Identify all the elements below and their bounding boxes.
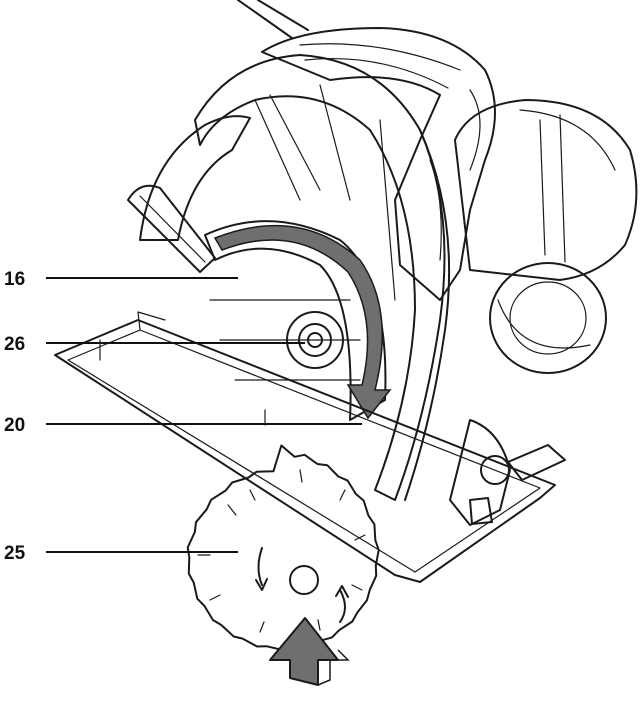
callout-label-25: 25 [4,543,26,564]
callout-label-26: 26 [4,334,25,355]
power-cord [237,0,309,39]
callout-label-16: 16 [4,269,25,290]
arbor-bolt [286,311,344,369]
saw-handle [261,27,496,301]
motor-housing [454,99,638,374]
blade-window [204,220,387,421]
callout-label-20: 20 [4,415,25,436]
saw-blade [186,444,380,651]
depth-adjustment-knob [449,419,566,526]
callout-16: 16 [4,269,238,290]
callout-20: 20 [4,415,362,436]
rotation-direction-arrow-icon [213,224,392,420]
guard-lever [127,184,216,273]
blade-rotation-marks-icon [255,547,349,623]
callout-26: 26 [4,334,305,355]
callout-25: 25 [4,543,238,564]
feed-direction-arrow-icon [269,617,350,686]
upper-blade-guard [139,54,451,501]
